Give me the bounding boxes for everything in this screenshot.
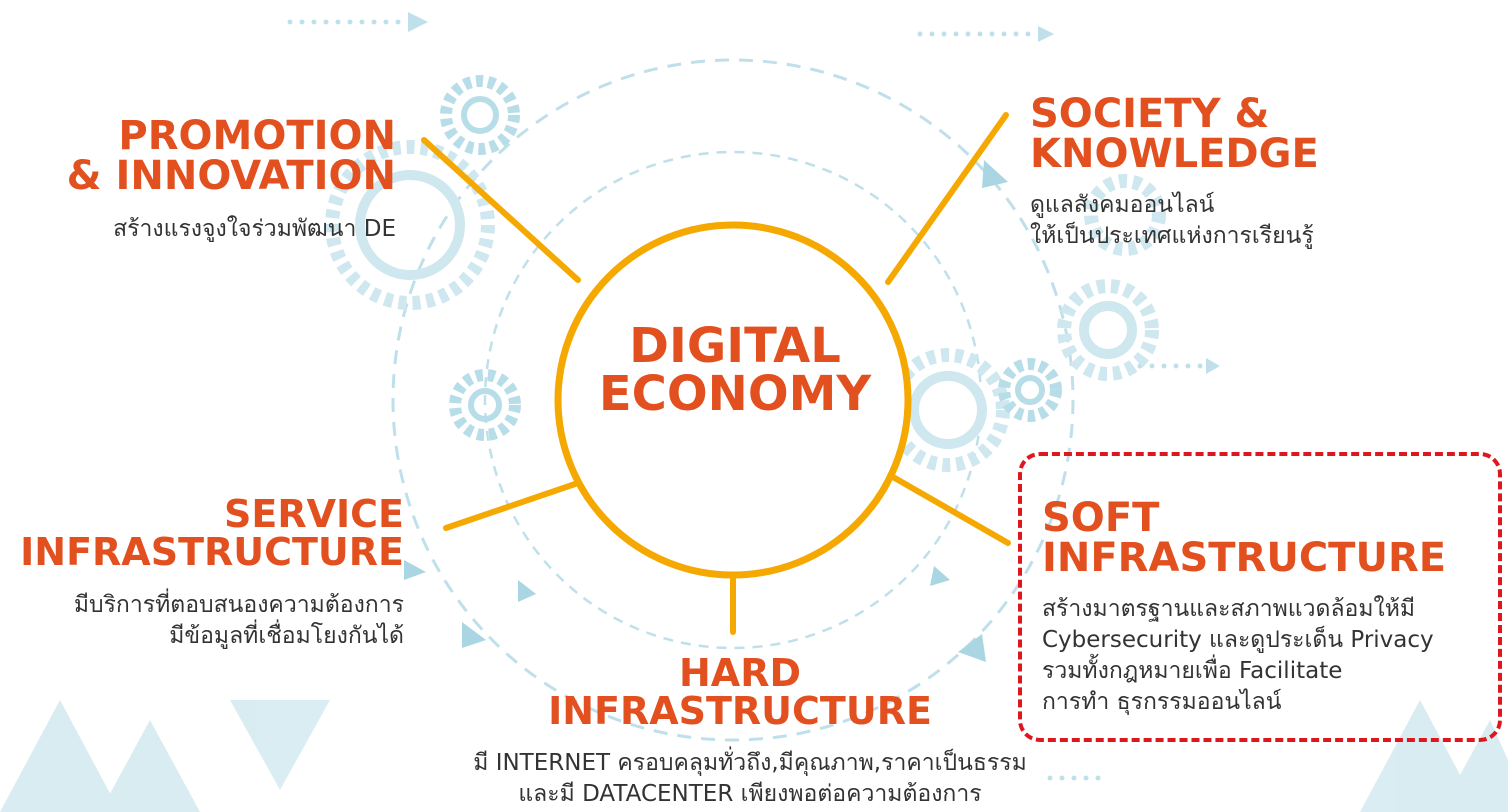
promotion-title: PROMOTION & INNOVATION	[60, 116, 396, 196]
society-desc-line2: ให้เป็นประเทศแห่งการเรียนรู้	[1030, 223, 1314, 250]
soft-title-line2: INFRASTRUCTURE	[1042, 535, 1447, 581]
service-title-line1: SERVICE	[224, 492, 404, 536]
soft-desc-line4: การทำ ธุรกรรมออนไลน์	[1042, 689, 1282, 716]
society-desc-line1: ดูแลสังคมออนไลน์	[1030, 192, 1215, 218]
center-title-line2: ECONOMY	[598, 366, 872, 422]
soft-title: SOFT INFRASTRUCTURE	[1042, 498, 1446, 578]
service-desc-line1: มีบริการที่ตอบสนองความต้องการ	[73, 592, 404, 618]
society-title: SOCIETY & KNOWLEDGE	[1030, 94, 1319, 174]
soft-desc-line2: Cybersecurity และดูประเด็น Privacy	[1042, 627, 1434, 654]
promotion-desc: สร้างแรงจูงใจร่วมพัฒนา DE	[40, 214, 396, 245]
soft-desc: สร้างมาตรฐานและสภาพแวดล้อมให้มี Cybersec…	[1042, 594, 1434, 718]
hard-desc-line2: และมี DATACENTER เพียงพอต่อความต้องการ	[518, 781, 982, 808]
society-title-line1: SOCIETY &	[1030, 91, 1270, 137]
promotion-title-line2: & INNOVATION	[66, 153, 396, 199]
soft-desc-line3: รวมทั้งกฎหมายเพื่อ Facilitate	[1042, 658, 1343, 685]
hard-title-line2: INFRASTRUCTURE	[548, 689, 932, 733]
soft-title-line1: SOFT	[1042, 495, 1160, 541]
center-title-line1: DIGITAL	[629, 318, 841, 374]
hard-title: HARD INFRASTRUCTURE	[530, 654, 950, 730]
society-desc: ดูแลสังคมออนไลน์ ให้เป็นประเทศแห่งการเรี…	[1030, 190, 1314, 252]
service-desc: มีบริการที่ตอบสนองความต้องการ มีข้อมูลที…	[4, 590, 404, 652]
service-title: SERVICE INFRASTRUCTURE	[20, 495, 404, 571]
soft-desc-line1: สร้างมาตรฐานและสภาพแวดล้อมให้มี	[1042, 596, 1416, 622]
center-title: DIGITAL ECONOMY	[575, 322, 895, 418]
society-title-line2: KNOWLEDGE	[1030, 131, 1319, 177]
hard-title-line1: HARD	[678, 651, 801, 695]
promotion-title-line1: PROMOTION	[118, 113, 396, 159]
hard-desc: มี INTERNET ครอบคลุมทั่วถึง,มีคุณภาพ,ราค…	[400, 748, 1100, 810]
promotion-desc-line1: สร้างแรงจูงใจร่วมพัฒนา DE	[113, 216, 396, 242]
service-desc-line2: มีข้อมูลที่เชื่อมโยงกันได้	[169, 623, 404, 650]
hard-desc-line1: มี INTERNET ครอบคลุมทั่วถึง,มีคุณภาพ,ราค…	[473, 750, 1027, 776]
service-title-line2: INFRASTRUCTURE	[20, 530, 404, 574]
soft-infrastructure-highlight-box	[1018, 452, 1502, 742]
